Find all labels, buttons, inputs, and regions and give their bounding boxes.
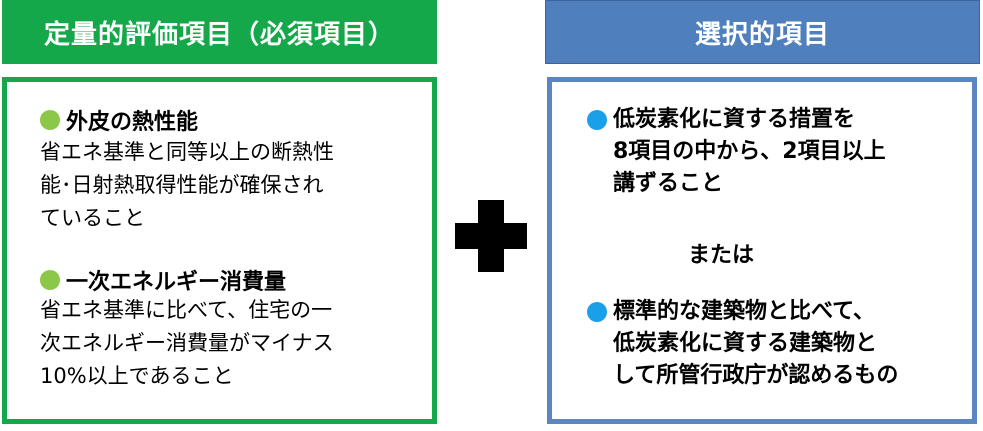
green-circle-icon xyxy=(40,270,60,290)
certified-building-item: 標準的な建築物と比べて、 低炭素化に資する建築物と して所管行政庁が認めるもの xyxy=(587,296,898,392)
item-line: して所管行政庁が認めるもの xyxy=(613,363,899,388)
required-items-header: 定量的評価項目（必須項目） xyxy=(2,0,437,64)
item-line: 標準的な建築物と比べて、 xyxy=(613,299,876,324)
certified-building-first-row: 標準的な建築物と比べて、 xyxy=(587,296,898,328)
description-line: 能･日射熱取得性能が確保され xyxy=(40,173,324,197)
item-line: 講ずること xyxy=(613,171,724,196)
envelope-performance-label: 外皮の熱性能 xyxy=(66,110,199,135)
envelope-performance-title: 外皮の熱性能 xyxy=(40,104,198,136)
blue-circle-icon xyxy=(587,302,607,322)
plus-vertical-bar xyxy=(478,200,504,272)
optional-items-panel xyxy=(547,77,977,424)
item-line: 低炭素化に資する建築物と xyxy=(613,331,878,356)
blue-circle-icon xyxy=(587,110,607,130)
primary-energy-title: 一次エネルギー消費量 xyxy=(40,264,286,296)
description-line: 省エネ基準と同等以上の断熱性 xyxy=(40,140,334,164)
primary-energy-label: 一次エネルギー消費量 xyxy=(66,270,287,295)
description-line: 省エネ基準に比べて、住宅の一 xyxy=(40,298,333,322)
required-items-panel xyxy=(2,77,437,424)
description-line: 10%以上であること xyxy=(40,364,234,388)
low-carbon-measures-first-row: 低炭素化に資する措置を xyxy=(587,104,886,136)
green-circle-icon xyxy=(40,110,60,130)
description-line: 次エネルギー消費量がマイナス xyxy=(40,331,334,355)
plus-icon xyxy=(455,200,527,272)
primary-energy-description: 省エネ基準に比べて、住宅の一 次エネルギー消費量がマイナス 10%以上であること xyxy=(40,294,334,393)
optional-items-header: 選択的項目 xyxy=(545,0,980,64)
or-label: または xyxy=(688,243,755,268)
optional-items-header-text: 選択的項目 xyxy=(694,19,830,50)
item-line: 8項目の中から、2項目以上 xyxy=(613,139,886,164)
envelope-performance-description: 省エネ基準と同等以上の断熱性 能･日射熱取得性能が確保され ていること xyxy=(40,136,334,235)
low-carbon-measures-item: 低炭素化に資する措置を 8項目の中から、2項目以上 講ずること xyxy=(587,104,886,200)
description-line: ていること xyxy=(40,206,145,230)
item-line: 低炭素化に資する措置を xyxy=(613,107,856,132)
required-items-header-text: 定量的評価項目（必須項目） xyxy=(43,19,395,50)
